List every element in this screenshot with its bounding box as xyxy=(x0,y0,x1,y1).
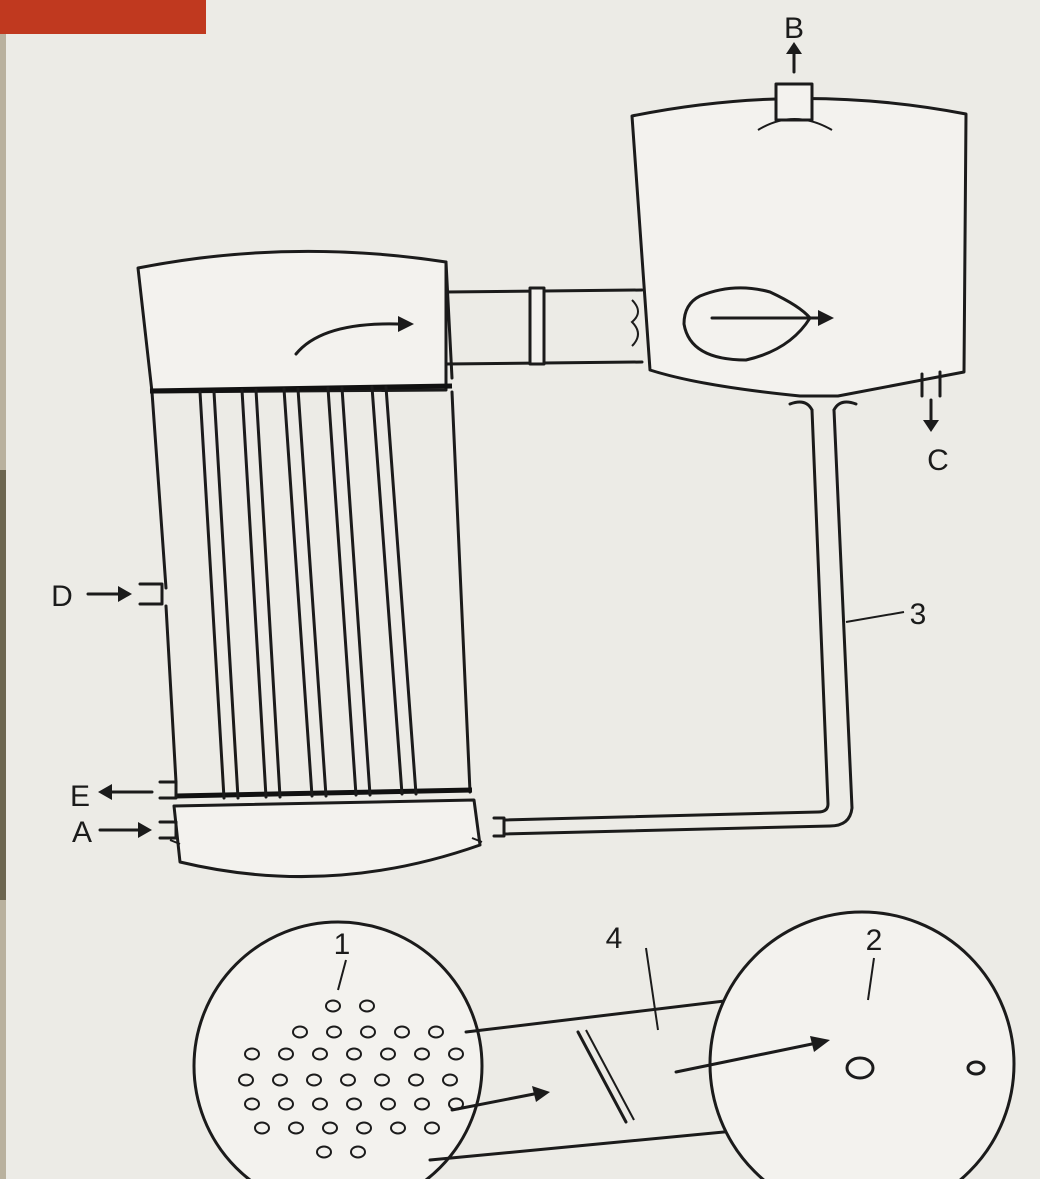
downcomer xyxy=(492,408,854,838)
tube-hole xyxy=(359,999,375,1013)
tube-hole xyxy=(244,1047,260,1061)
tube-hole xyxy=(424,1121,440,1135)
label-part-3: 3 xyxy=(910,598,927,631)
label-E: E xyxy=(70,780,90,813)
nozzle-B xyxy=(774,82,814,122)
tube-hole xyxy=(322,1121,338,1135)
tube-bundle xyxy=(198,385,418,800)
tube-hole xyxy=(380,1047,396,1061)
tube-hole xyxy=(346,1047,362,1061)
nozzle-A xyxy=(158,820,178,840)
tube-hole xyxy=(350,1145,366,1159)
accent-bar xyxy=(0,0,206,34)
tube-hole xyxy=(244,1097,260,1111)
tube-hole xyxy=(428,1025,444,1039)
tube-hole xyxy=(288,1121,304,1135)
outlet-hole-small xyxy=(966,1060,986,1076)
nozzle-E xyxy=(158,780,178,800)
tube-hole xyxy=(380,1097,396,1111)
tube-hole xyxy=(340,1073,356,1087)
tube-hole xyxy=(360,1025,376,1039)
tube-hole xyxy=(306,1073,322,1087)
label-part-2: 2 xyxy=(866,924,883,957)
tube-hole xyxy=(254,1121,270,1135)
label-A: A xyxy=(72,816,92,849)
top-tube-sheet xyxy=(149,383,453,394)
nozzle-D xyxy=(138,582,164,606)
tube-hole xyxy=(414,1097,430,1111)
tube-hole xyxy=(414,1047,430,1061)
section-view xyxy=(192,910,1016,1179)
label-D: D xyxy=(51,580,73,613)
label-part-1: 1 xyxy=(334,928,351,961)
tube-hole xyxy=(238,1073,254,1087)
tube-hole xyxy=(278,1097,294,1111)
tube-hole xyxy=(326,1025,342,1039)
tube-hole xyxy=(408,1073,424,1087)
heat-exchanger xyxy=(136,249,483,879)
label-B: B xyxy=(784,12,804,45)
separator xyxy=(630,82,968,412)
tube-hole xyxy=(442,1073,458,1087)
tube-hole xyxy=(292,1025,308,1039)
tube-hole xyxy=(325,999,341,1013)
tube-sheet-section xyxy=(192,920,484,1179)
tube-hole xyxy=(312,1047,328,1061)
flow-arrow-top xyxy=(294,322,400,356)
tube-hole xyxy=(346,1097,362,1111)
tube-hole xyxy=(278,1047,294,1061)
duct-flange xyxy=(528,286,546,366)
label-arrows xyxy=(86,42,939,838)
label-part-4: 4 xyxy=(606,922,623,955)
left-edge-shadow xyxy=(0,470,6,900)
separator-body xyxy=(630,96,968,398)
tube-hole xyxy=(312,1097,328,1111)
separator-section xyxy=(708,910,1016,1179)
vapor-duct xyxy=(444,286,644,366)
bottom-tube-sheet xyxy=(175,787,473,799)
tube-holes xyxy=(238,999,464,1159)
outlet-hole-large xyxy=(845,1056,875,1080)
tube-hole xyxy=(272,1073,288,1087)
tube-hole xyxy=(390,1121,406,1135)
label-C: C xyxy=(927,444,949,477)
nozzle-C xyxy=(920,370,942,398)
exchanger-bottom-head xyxy=(172,798,482,879)
inlet-deflector xyxy=(682,286,812,362)
section-flange xyxy=(576,1030,628,1124)
tube-hole xyxy=(316,1145,332,1159)
tube-hole xyxy=(374,1073,390,1087)
tube-hole xyxy=(356,1121,372,1135)
tube-hole xyxy=(448,1047,464,1061)
tube-hole xyxy=(394,1025,410,1039)
